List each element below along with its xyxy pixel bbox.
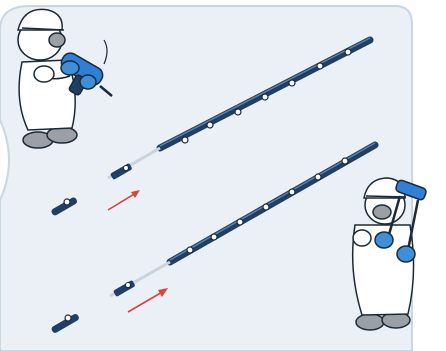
end-cap-icon (51, 197, 78, 216)
step-1-group (51, 36, 374, 216)
insert-arrow-icon (107, 190, 140, 211)
worker-with-cutter-icon (351, 177, 427, 331)
bar-assembly-icon (109, 141, 379, 298)
end-cap-icon (51, 314, 79, 333)
background-panel (0, 5, 413, 351)
clip-row (181, 48, 352, 144)
step-2-group (51, 141, 379, 333)
bar-assembly-icon (107, 36, 374, 180)
clip-row (186, 157, 349, 254)
insert-arrow-icon (127, 288, 168, 313)
worker-with-drill-icon (17, 8, 113, 149)
